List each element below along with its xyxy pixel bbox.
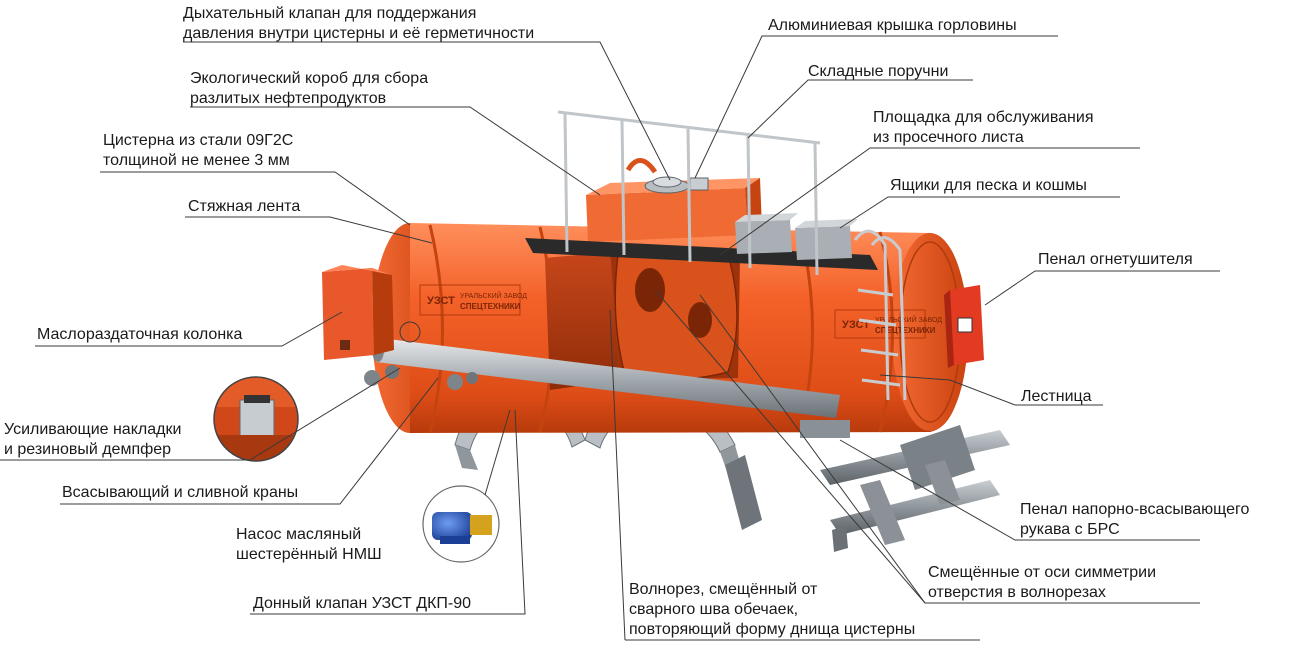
oil-dispenser-box <box>322 265 394 360</box>
label-tie-band: Стяжная лента <box>188 198 301 215</box>
svg-text:УЗСТ: УЗСТ <box>427 295 455 307</box>
ladder <box>853 229 907 401</box>
label-manhole-cover: Алюминиевая крышка горловины <box>768 17 1017 34</box>
inset-pads-damper <box>213 376 299 462</box>
label-oil-dispenser: Маслораздаточная колонка <box>37 326 243 343</box>
extinguisher-case <box>944 285 984 368</box>
label-sand-boxes: Ящики для песка и кошмы <box>890 177 1087 194</box>
tank-front-head <box>892 233 968 431</box>
inset-gear-pump <box>422 485 500 563</box>
svg-text:СПЕЦТЕХНИКИ: СПЕЦТЕХНИКИ <box>460 302 521 311</box>
svg-text:УРАЛЬСКИЙ ЗАВОД: УРАЛЬСКИЙ ЗАВОД <box>460 291 527 300</box>
svg-text:СПЕЦТЕХНИКИ: СПЕЦТЕХНИКИ <box>875 326 936 335</box>
svg-text:УРАЛЬСКИЙ ЗАВОД: УРАЛЬСКИЙ ЗАВОД <box>875 315 942 324</box>
folding-handrails <box>557 110 821 276</box>
label-folding-rails: Складные поручни <box>808 63 949 80</box>
label-ladder: Лестница <box>1021 388 1092 405</box>
service-platform <box>525 238 878 270</box>
label-suction-drain-valves: Всасывающий и сливной краны <box>62 484 299 501</box>
label-bottom-valve: Донный клапан УЗСТ ДКП-90 <box>253 595 472 612</box>
leader-lines <box>0 35 1220 641</box>
label-extinguisher-case: Пенал огнетушителя <box>1038 251 1193 268</box>
